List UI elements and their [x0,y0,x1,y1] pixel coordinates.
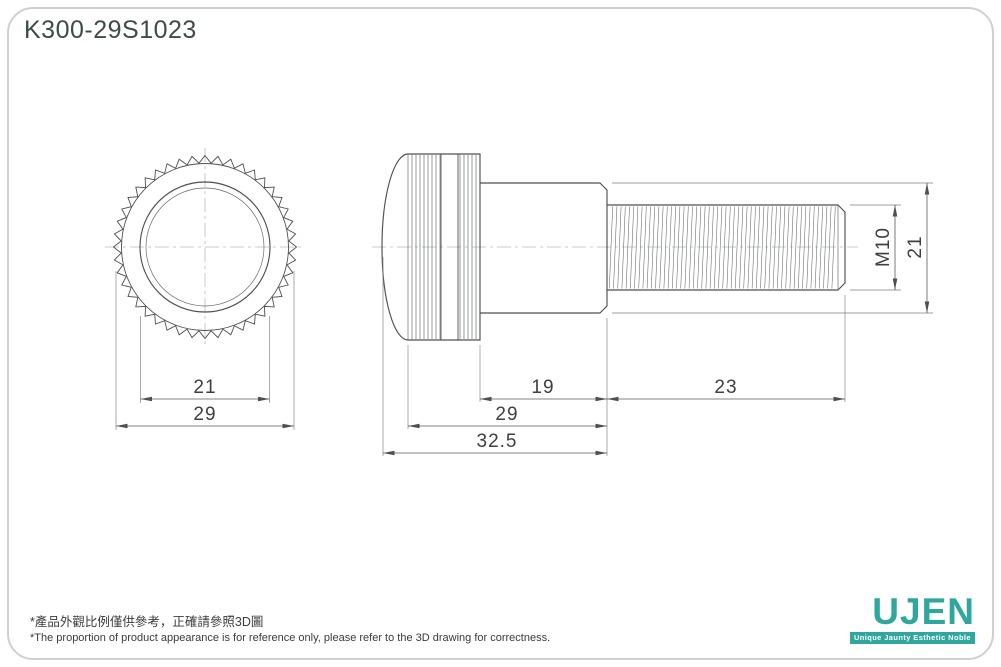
note-chinese: *產品外觀比例僅供參考，正確請參照3D圖 [30,614,264,629]
dim-front-inner-diameter: 21 [193,377,216,398]
front-view: 21 29 [105,148,305,430]
part-number-title: K300-29S1023 [24,16,197,44]
knurl-serration-ring [112,154,298,340]
dim-neck-diameter: 21 [905,235,926,258]
dim-thread-size: M10 [873,227,894,267]
side-dimensions-horizontal: 19 23 29 32.5 [382,257,846,456]
knob-head-outline [381,153,481,341]
logo-tagline: Unique Jaunty Esthetic Noble [849,631,975,644]
neck-outline [479,182,608,314]
dim-total-length: 32.5 [477,431,518,452]
thread-hatch-lines [609,206,836,289]
footnotes: *產品外觀比例僅供參考，正確請參照3D圖 *The proportion of … [30,613,550,647]
knob-face-inner-circle [145,187,265,307]
note-english: *The proportion of product appearance is… [30,632,551,645]
side-view: 19 23 29 32.5 M10 21 [372,153,933,456]
dim-thread-length: 23 [714,377,737,398]
logo-wordmark: UJEN [872,590,975,632]
dim-front-outer-diameter: 29 [193,404,216,425]
dim-neck-length: 19 [531,377,554,398]
knob-face-outer-circle [139,181,271,313]
knurl-lines [411,155,477,339]
knurl-root-circle [121,163,289,331]
thread-outline [606,204,846,291]
front-dimensions: 21 29 [115,271,295,430]
dim-body-length: 29 [495,404,518,425]
brand-logo: UJEN Unique Jaunty Esthetic Noble [849,590,975,645]
side-dimensions-vertical: M10 21 [612,182,933,314]
